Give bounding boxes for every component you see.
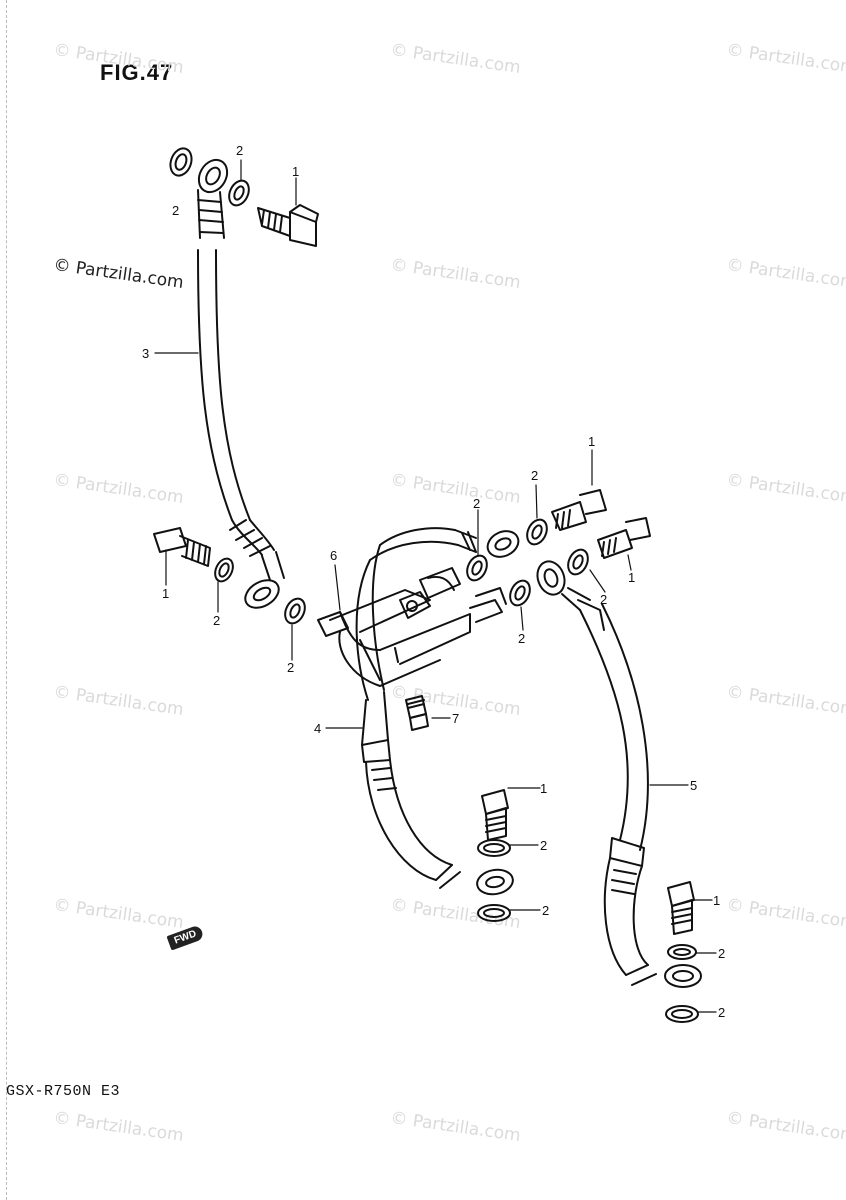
callout-2: 2: [542, 903, 549, 918]
brake-hose-upper: [169, 147, 285, 609]
callout-2: 2: [718, 1005, 725, 1020]
washer-right-center: [466, 518, 589, 607]
callout-1: 1: [162, 586, 169, 601]
banjo-bolt-right-upper: [551, 489, 651, 559]
callout-numbers: 2 2 1 3 1 2 2 6 2 2 1 2 2 1 2 4 7 1 2 2 …: [142, 143, 725, 1020]
banjo-bolt-lower-center: [477, 789, 511, 922]
brake-hose-lower-right: [536, 560, 702, 988]
callout-2: 2: [540, 838, 547, 853]
callout-1: 1: [540, 781, 547, 796]
callout-2: 2: [518, 631, 525, 646]
callout-1: 1: [292, 164, 299, 179]
callout-2: 2: [718, 946, 725, 961]
banjo-bolt-left: [153, 527, 234, 583]
model-code: GSX-R750N E3: [6, 1083, 121, 1100]
callout-2: 2: [236, 143, 243, 158]
callout-1: 1: [713, 893, 720, 908]
washer-junction-left: [284, 597, 306, 625]
leader-lines: [154, 159, 717, 1013]
callout-3: 3: [142, 346, 149, 361]
callout-1: 1: [628, 570, 635, 585]
callout-5: 5: [690, 778, 697, 793]
callout-1: 1: [588, 434, 595, 449]
scan-edge: [6, 0, 7, 1200]
bleeder-bolt: [405, 695, 429, 731]
banjo-bolt-top: [228, 179, 319, 247]
callout-6: 6: [330, 548, 337, 563]
callout-7: 7: [452, 711, 459, 726]
callout-2: 2: [213, 613, 220, 628]
brake-hose-cross: [355, 527, 520, 701]
callout-4: 4: [314, 721, 321, 736]
callout-2: 2: [531, 468, 538, 483]
brake-junction-block: [317, 567, 507, 687]
callout-2: 2: [287, 660, 294, 675]
brake-hose-lower-left: [361, 691, 514, 896]
banjo-bolt-lower-right: [665, 881, 699, 1023]
callout-2: 2: [172, 203, 179, 218]
callout-2: 2: [600, 592, 607, 607]
figure-title: FIG.47: [100, 60, 174, 85]
callout-2: 2: [473, 496, 480, 511]
